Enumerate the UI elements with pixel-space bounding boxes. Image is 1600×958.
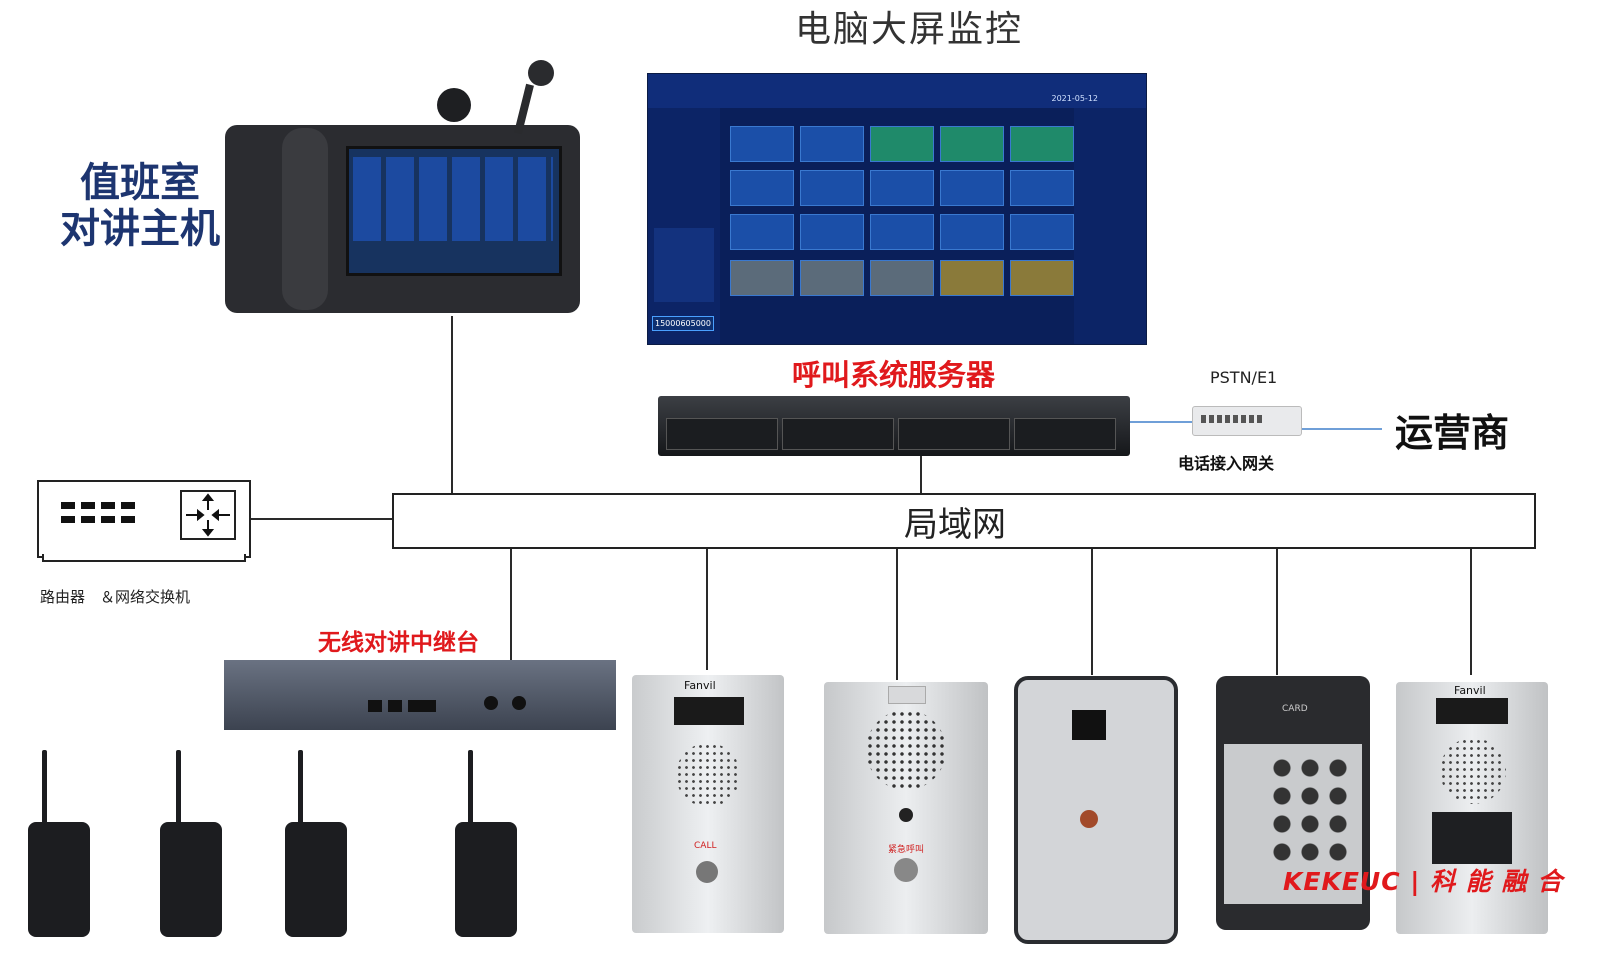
walkie-talkie-icon [285, 822, 347, 937]
intercom-panel-4: CARD [1216, 676, 1370, 930]
line-router-lan [247, 518, 392, 520]
intercom-screen [346, 146, 562, 276]
screen-toolbar: 2021-05-12 [648, 74, 1146, 108]
card-label: CARD [1282, 704, 1308, 714]
server-label: 呼叫系统服务器 [792, 358, 996, 392]
line-lan-panel2 [896, 545, 898, 680]
line-lan-relay [510, 545, 512, 660]
screen-right-panel [1074, 108, 1146, 344]
line-lan-panel1 [706, 545, 708, 670]
camera-icon [437, 88, 471, 122]
monitor-title: 电脑大屏监控 [795, 9, 1024, 50]
screen-sidebar: 15000605000 [648, 108, 720, 344]
router-base [42, 554, 246, 562]
gateway-label: 电话接入网关 [1178, 454, 1275, 473]
wireless-relay [224, 660, 616, 730]
relay-label: 无线对讲中继台 [318, 630, 479, 656]
handset-icon [282, 128, 328, 310]
phone-gateway [1192, 406, 1302, 436]
monitor-screen: 2021-05-12 15000605000 [647, 73, 1147, 345]
duty-line1: 值班室 [80, 160, 200, 206]
microphone-icon [528, 60, 554, 86]
screen-number: 15000605000 [652, 316, 714, 331]
radio-antenna [42, 750, 47, 825]
line-server-lan [920, 456, 922, 493]
switch-arrows-icon [180, 490, 236, 540]
lan-label: 局域网 [904, 505, 1006, 545]
emergency-label: 紧急呼叫 [888, 845, 925, 855]
duty-room-label: 值班室 对讲主机 [55, 160, 225, 252]
lan-box [392, 493, 1536, 549]
carrier-label: 运营商 [1395, 411, 1510, 455]
panel-brand-2: Fanvil [1454, 684, 1486, 697]
walkie-talkie-icon [28, 822, 90, 937]
intercom-panel-5: Fanvil [1396, 682, 1548, 934]
call-server [658, 396, 1130, 456]
line-lan-panel5 [1470, 545, 1472, 675]
kekeuc-logo: KEKEUC | 科 能 融 合 [1283, 867, 1564, 896]
radio-antenna [176, 750, 181, 825]
panel-brand: Fanvil [684, 679, 716, 692]
intercom-panel-2: 紧急呼叫 [824, 682, 988, 934]
line-lan-panel4 [1276, 545, 1278, 675]
router-label: 路由器 ＆网络交换机 [40, 588, 191, 606]
line-phone-lan [451, 316, 453, 493]
intercom-panel-1: Fanvil CALL [632, 675, 784, 933]
radio-antenna [468, 750, 473, 825]
intercom-panel-3 [1014, 676, 1178, 944]
duty-line2: 对讲主机 [60, 206, 220, 252]
radio-antenna [298, 750, 303, 825]
walkie-talkie-icon [160, 822, 222, 937]
pstn-label: PSTN/E1 [1210, 368, 1278, 387]
screen-date: 2021-05-12 [1051, 94, 1099, 103]
line-lan-panel3 [1091, 545, 1093, 675]
call-label: CALL [694, 841, 717, 851]
walkie-talkie-icon [455, 822, 517, 937]
line-gateway-carrier [1300, 428, 1382, 430]
line-server-gateway [1130, 421, 1192, 423]
